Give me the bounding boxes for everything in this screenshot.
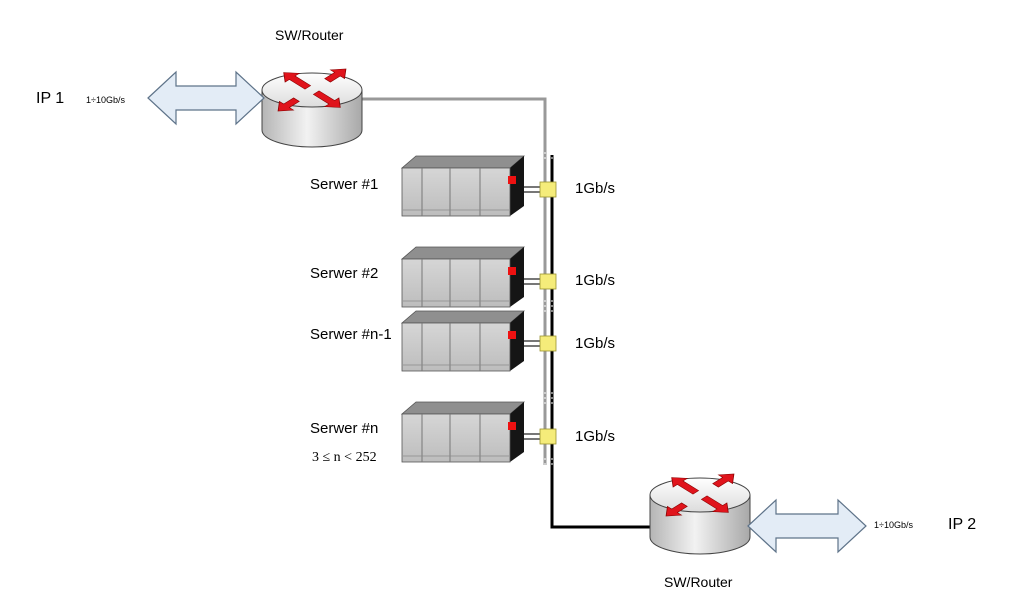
ip2-label: IP 2 bbox=[948, 516, 977, 533]
router-bottom bbox=[649, 473, 751, 555]
server-count-constraint: 3 ≤ n < 252 bbox=[312, 450, 377, 465]
server-n-1-connector bbox=[539, 335, 557, 352]
uplink-top-cable bbox=[362, 97, 547, 160]
server-n-label: Serwer #n bbox=[310, 420, 379, 437]
server-2-link bbox=[524, 273, 557, 290]
server-1-connector bbox=[539, 181, 557, 198]
ip2-bandwidth: 1÷10Gb/s bbox=[874, 520, 913, 530]
server-n-1-led-icon bbox=[508, 331, 516, 339]
uplink-right-double-arrow-icon bbox=[747, 498, 867, 554]
server-n-1-label: Serwer #n-1 bbox=[310, 326, 392, 343]
server-1-led-icon bbox=[508, 176, 516, 184]
server-2-led-icon bbox=[508, 267, 516, 275]
router-top-arrows-icon bbox=[277, 68, 347, 112]
server-bus bbox=[543, 152, 554, 466]
server-n-speed: 1Gb/s bbox=[575, 428, 616, 445]
server-n-1 bbox=[401, 310, 525, 372]
server-n-link bbox=[524, 428, 557, 445]
router-bottom-title: SW/Router bbox=[664, 574, 733, 590]
ip1-bandwidth: 1÷10Gb/s bbox=[86, 95, 125, 105]
server-1 bbox=[401, 155, 525, 217]
uplink-left-double-arrow-icon bbox=[147, 70, 265, 126]
server-n-1-speed: 1Gb/s bbox=[575, 335, 616, 352]
server-1-label: Serwer #1 bbox=[310, 176, 379, 193]
router-top bbox=[261, 68, 363, 148]
server-2-label: Serwer #2 bbox=[310, 265, 379, 282]
router-top-title: SW/Router bbox=[275, 27, 344, 43]
ip1-label: IP 1 bbox=[36, 90, 65, 107]
server-1-speed: 1Gb/s bbox=[575, 180, 616, 197]
uplink-bottom-cable bbox=[550, 465, 652, 529]
server-n-connector bbox=[539, 428, 557, 445]
server-2-speed: 1Gb/s bbox=[575, 272, 616, 289]
server-2 bbox=[401, 246, 525, 308]
server-n-1-link bbox=[524, 335, 557, 352]
router-bottom-arrows-icon bbox=[665, 473, 735, 517]
server-n bbox=[401, 401, 525, 463]
server-2-connector bbox=[539, 273, 557, 290]
server-1-link bbox=[524, 181, 557, 198]
server-n-led-icon bbox=[508, 422, 516, 430]
